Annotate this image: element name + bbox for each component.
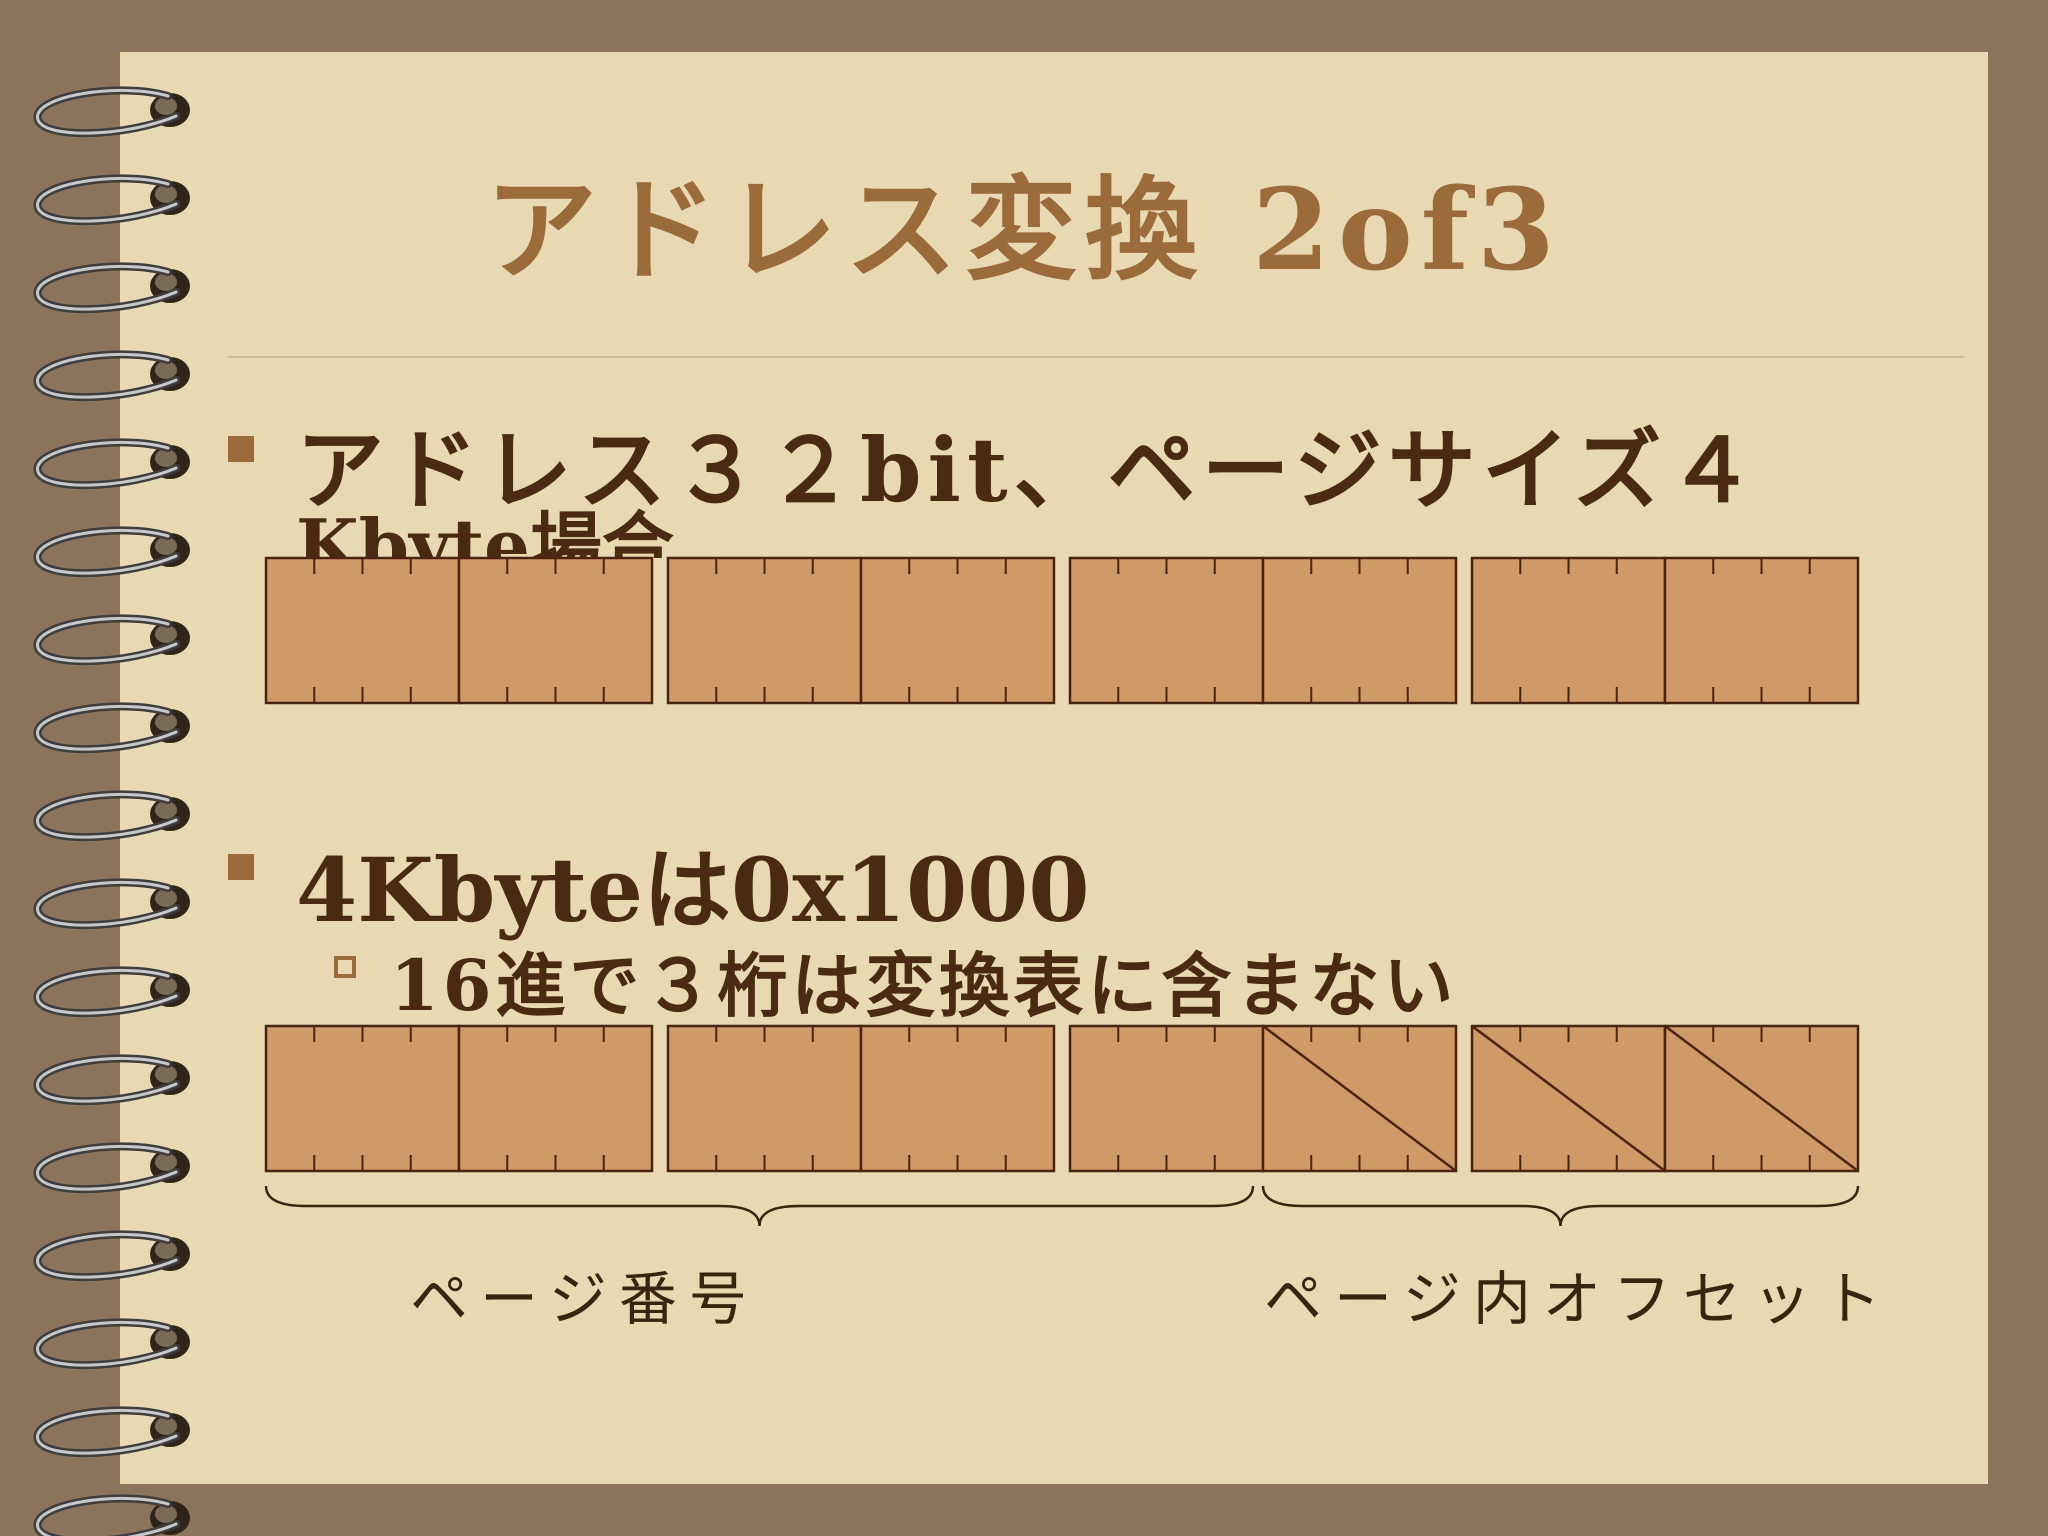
page-number-label: ページ番号: [410, 1265, 759, 1333]
spiral-ring: [33, 1230, 190, 1282]
nibble-cell: [666, 1024, 863, 1173]
spiral-ring: [33, 86, 190, 138]
spiral-ring: [33, 174, 190, 226]
spiral-ring: [33, 350, 190, 402]
spiral-ring: [33, 1406, 190, 1458]
spiral-ring: [33, 1054, 190, 1106]
spiral-ring: [33, 966, 190, 1018]
nibble-cell: [1663, 1024, 1860, 1173]
masked-nibble-diagonal: [1471, 1025, 1666, 1172]
nibble-cell: [264, 556, 461, 705]
spiral-ring: [33, 702, 190, 754]
spiral-ring: [33, 526, 190, 578]
nibble-cell: [1068, 1024, 1265, 1173]
spiral-ring: [33, 790, 190, 842]
nibble-cell: [1470, 1024, 1667, 1173]
nibble-cell: [457, 1024, 654, 1173]
bullet-marker: [228, 854, 254, 880]
title-divider: [228, 356, 1964, 358]
spiral-binding: [33, 86, 190, 1536]
nibble-cell: [666, 556, 863, 705]
masked-nibble-diagonal: [1262, 1025, 1457, 1172]
bullet-1-line-2: Kbyte場合: [296, 503, 674, 558]
spiral-ring: [33, 1142, 190, 1194]
sub-bullet-marker: [334, 956, 356, 978]
bullet-marker: [228, 436, 254, 462]
nibble-cell: [1261, 1024, 1458, 1173]
nibble-cell: [1663, 556, 1860, 705]
brace: [1261, 1185, 1860, 1227]
nibble-cell: [859, 1024, 1056, 1173]
nibble-cell: [264, 1024, 461, 1173]
masked-nibble-diagonal: [1664, 1025, 1859, 1172]
nibble-cell: [1068, 556, 1265, 705]
slide-paper: [120, 52, 1988, 1484]
nibble-cell: [859, 556, 1056, 705]
brace: [264, 1185, 1255, 1227]
bullet-2-text: 4Kbyteは0x1000: [296, 838, 1090, 942]
spiral-ring: [33, 262, 190, 314]
nibble-cell: [1261, 556, 1458, 705]
slide-title: アドレス変換 2of3: [485, 165, 1563, 296]
nibble-cell: [457, 556, 654, 705]
spiral-ring: [33, 438, 190, 490]
spiral-ring: [33, 878, 190, 930]
spiral-ring: [33, 1318, 190, 1370]
spiral-ring: [33, 614, 190, 666]
page-offset-label: ページ内オフセット: [1264, 1265, 1893, 1333]
spiral-ring: [33, 1494, 190, 1536]
bullet-1-line-1: アドレス３２bit、ページサイズ４: [296, 418, 1762, 522]
nibble-cell: [1470, 556, 1667, 705]
bullet-2-sub: 16進で３桁は変換表に含まない: [390, 944, 1458, 1027]
